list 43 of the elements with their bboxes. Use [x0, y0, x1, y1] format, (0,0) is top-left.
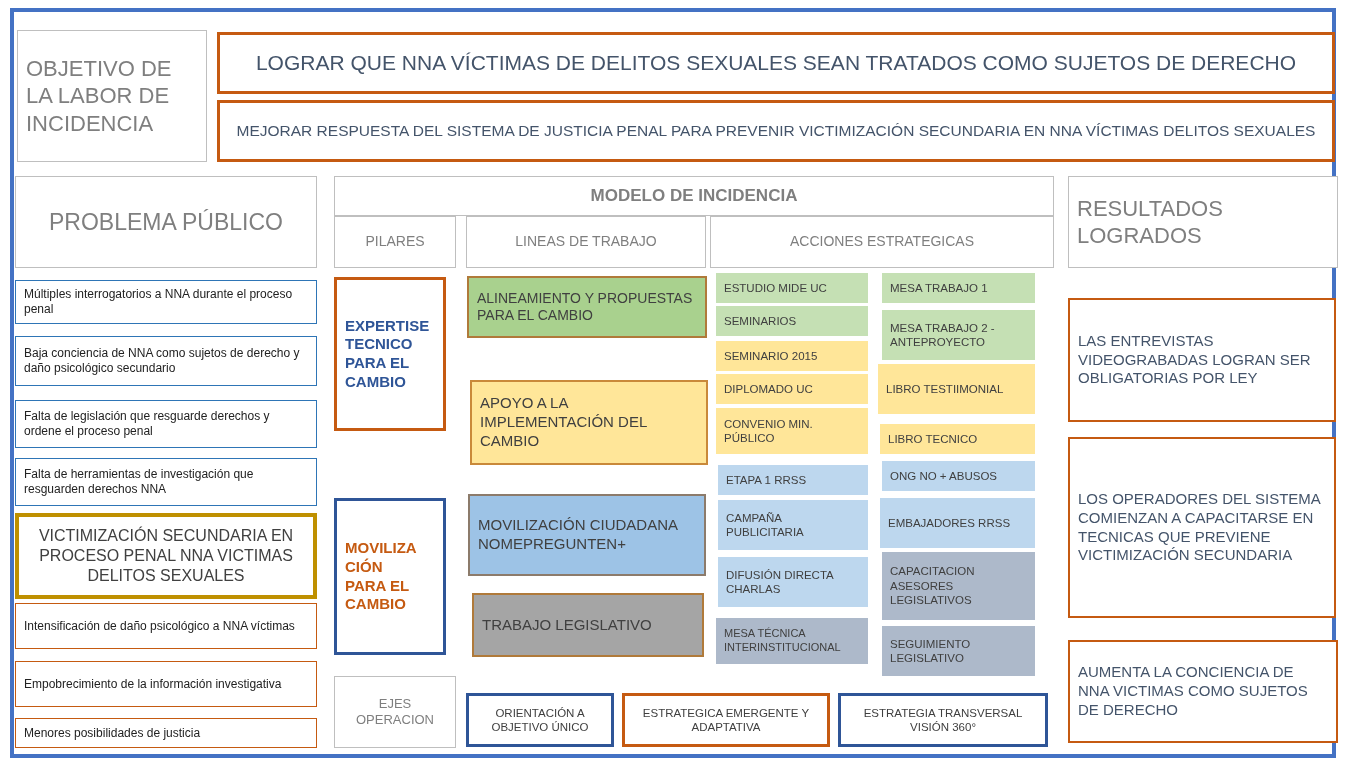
action-box: MESA TRABAJO 2 - ANTEPROYECTO: [882, 310, 1035, 360]
action-box: MESA TRABAJO 1: [882, 273, 1035, 303]
heading-box: LINEAS DE TRABAJO: [466, 216, 706, 268]
effect-box: Empobrecimiento de la información investigativa: [15, 661, 317, 707]
action-box: SEMINARIO 2015: [716, 341, 868, 371]
axis-box: ORIENTACIÓN A OBJETIVO ÚNICO: [466, 693, 614, 747]
heading-box: PROBLEMA PÚBLICO: [15, 176, 317, 268]
problem-box: Baja conciencia de NNA como sujetos de derecho y daño psicológico secundario: [15, 336, 317, 386]
problem-box: Falta de herramientas de investigación que resguarden derechos NNA: [15, 458, 317, 506]
result-box: LAS ENTREVISTAS VIDEOGRABADAS LOGRAN SER OBLIGATORIAS POR LEY: [1068, 298, 1336, 422]
result-box: LOS OPERADORES DEL SISTEMA COMIENZAN A CAPACITARSE EN TECNICAS QUE PREVIENE VICTIMIZACIÓN SECUNDARIA: [1068, 437, 1336, 618]
action-box: MESA TÉCNICA INTERINSTITUCIONAL: [716, 618, 868, 664]
goal-box: MEJORAR RESPUESTA DEL SISTEMA DE JUSTICIA PENAL PARA PREVENIR VICTIMIZACIÓN SECUNDARIA EN NNA VÍCTIMAS DELITOS SEXUALES: [217, 100, 1335, 162]
heading-box: RESULTADOS LOGRADOS: [1068, 176, 1338, 268]
heading-box: EJES OPERACION: [334, 676, 456, 748]
action-box: ETAPA 1 RRSS: [718, 465, 868, 495]
action-box: CONVENIO MIN. PÚBLICO: [716, 408, 868, 454]
heading-box: OBJETIVO DE LA LABOR DE INCIDENCIA: [17, 30, 207, 162]
result-box: AUMENTA LA CONCIENCIA DE NNA VICTIMAS COMO SUJETOS DE DERECHO: [1068, 640, 1338, 743]
action-box: DIPLOMADO UC: [716, 374, 868, 404]
pillar-box: MOVILIZA CIÓN PARA EL CAMBIO: [334, 498, 446, 655]
action-box: CAMPAÑA PUBLICITARIA: [718, 500, 868, 550]
action-box: EMBAJADORES RRSS: [880, 498, 1035, 548]
axis-box: ESTRATEGICA EMERGENTE Y ADAPTATIVA: [622, 693, 830, 747]
heading-box: ACCIONES ESTRATEGICAS: [710, 216, 1054, 268]
central-problem-box: VICTIMIZACIÓN SECUNDARIA EN PROCESO PENAL NNA VICTIMAS DELITOS SEXUALES: [15, 513, 317, 599]
action-box: SEGUIMIENTO LEGISLATIVO: [882, 626, 1035, 676]
goal-box: LOGRAR QUE NNA VÍCTIMAS DE DELITOS SEXUALES SEAN TRATADOS COMO SUJETOS DE DERECHO: [217, 32, 1335, 94]
action-box: ONG NO + ABUSOS: [882, 461, 1035, 491]
problem-box: Múltiples interrogatorios a NNA durante el proceso penal: [15, 280, 317, 324]
effect-box: Menores posibilidades de justicia: [15, 718, 317, 748]
heading-box: MODELO DE INCIDENCIA: [334, 176, 1054, 216]
axis-box: ESTRATEGIA TRANSVERSAL VISIÓN 360°: [838, 693, 1048, 747]
action-box: DIFUSIÓN DIRECTA CHARLAS: [718, 557, 868, 607]
action-box: ESTUDIO MIDE UC: [716, 273, 868, 303]
heading-box: PILARES: [334, 216, 456, 268]
effect-box: Intensificación de daño psicológico a NNA víctimas: [15, 603, 317, 649]
action-box: SEMINARIOS: [716, 306, 868, 336]
action-box: LIBRO TECNICO: [880, 424, 1035, 454]
problem-box: Falta de legislación que resguarde derechos y ordene el proceso penal: [15, 400, 317, 448]
action-box: CAPACITACION ASESORES LEGISLATIVOS: [882, 552, 1035, 620]
action-box: LIBRO TESTIIMONIAL: [878, 364, 1035, 414]
pillar-box: EXPERTISE TECNICO PARA EL CAMBIO: [334, 277, 446, 431]
